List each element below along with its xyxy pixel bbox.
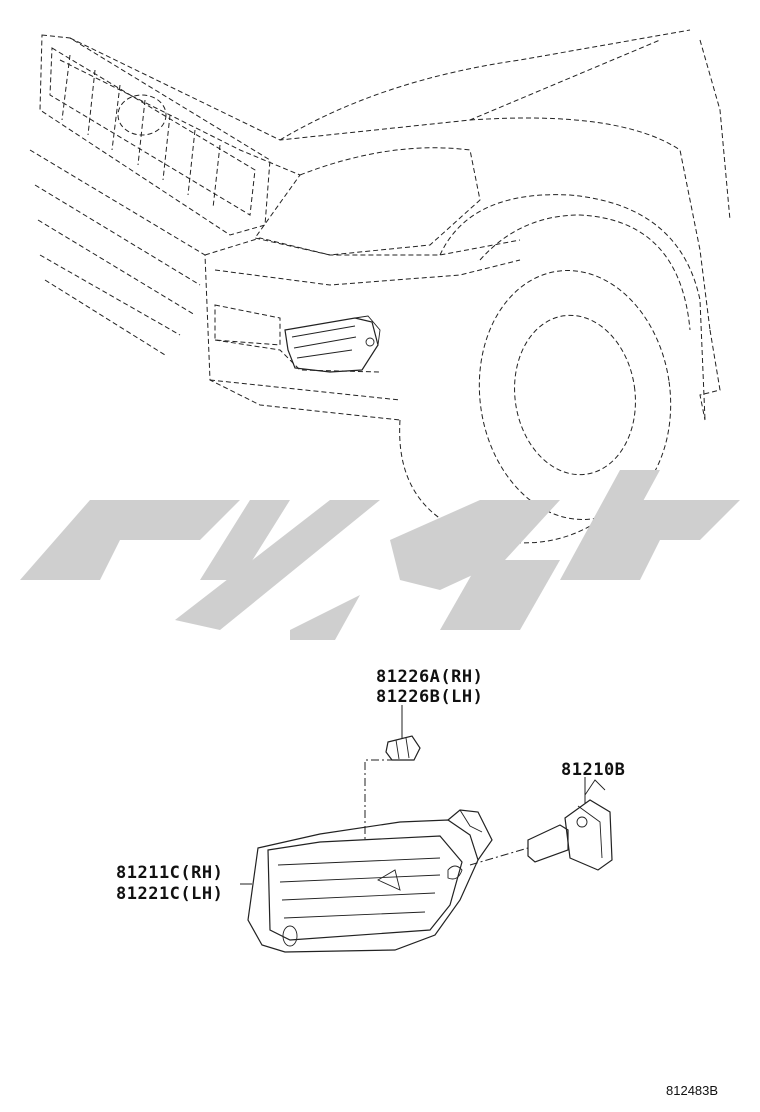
fog-bulb-part[interactable] (527, 779, 613, 871)
callout-bulb-socket-rh: 81226A(RH) (376, 667, 483, 687)
watermark-logo (20, 470, 740, 640)
leader-lines (240, 705, 586, 885)
illustration-code: 812483B (666, 1083, 718, 1098)
callout-fog-bulb: 81210B (561, 760, 625, 780)
bulb-socket-part[interactable] (385, 735, 421, 761)
fog-lamp-part[interactable] (247, 809, 493, 953)
callout-fog-lamp-lh: 81221C(LH) (116, 884, 223, 904)
vehicle-front-outline (29, 29, 731, 544)
callout-bulb-socket-lh: 81226B(LH) (376, 687, 483, 707)
fog-lamp-installed (284, 315, 381, 373)
callout-fog-lamp-rh: 81211C(RH) (116, 863, 223, 883)
